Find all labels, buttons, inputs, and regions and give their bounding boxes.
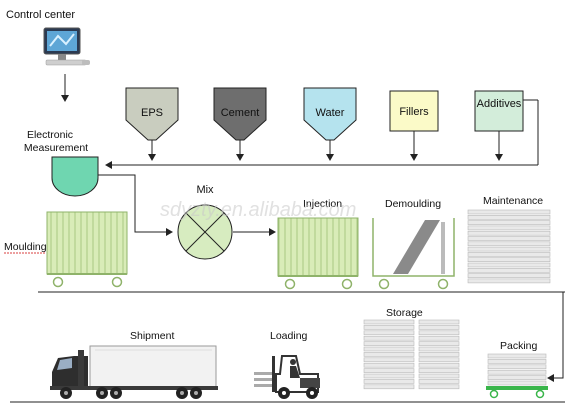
storage-panel <box>363 335 415 341</box>
storage-panel <box>363 362 415 368</box>
control-center-label: Control center <box>6 9 75 21</box>
computer-icon <box>43 27 90 66</box>
packing-panel <box>487 359 547 364</box>
moulding-cart <box>46 211 128 288</box>
measurement-vessel <box>51 156 99 197</box>
fillers-box: Fillers <box>389 90 439 161</box>
storage-panel <box>418 357 460 363</box>
maintenance-panel <box>467 252 551 257</box>
watermark: sdyzty.en.alibaba.com <box>160 199 356 221</box>
shipment-label: Shipment <box>130 330 174 342</box>
injection-label: Injection <box>303 198 342 210</box>
maintenance-panel <box>467 209 551 215</box>
maintenance-panel <box>467 267 551 273</box>
packing-pallet <box>486 386 548 399</box>
storage-panel <box>418 352 460 357</box>
maintenance-panel <box>467 241 551 247</box>
maintenance-panel <box>467 257 551 263</box>
hopper-water: Water <box>303 87 357 161</box>
electronic-label-line1: Electronic <box>27 129 73 141</box>
storage-panel <box>363 346 415 352</box>
maintenance-panel <box>467 236 551 241</box>
mixer <box>177 204 233 260</box>
maintenance-stack <box>467 209 551 284</box>
packing-panel <box>487 364 547 370</box>
storage-panel <box>418 319 460 325</box>
hopper-cement: Cement <box>213 87 267 161</box>
maintenance-label: Maintenance <box>483 195 543 207</box>
storage-panel <box>363 341 415 346</box>
storage-stack <box>363 319 460 390</box>
moulding-label: Moulding <box>4 241 47 253</box>
truck-icon <box>50 345 218 399</box>
storage-panel <box>363 330 415 336</box>
packing-panel <box>487 380 547 386</box>
storage-panel <box>363 368 415 373</box>
maintenance-panel <box>467 220 551 225</box>
storage-panel <box>363 373 415 379</box>
loading-label: Loading <box>270 330 308 342</box>
fillers-label: Fillers <box>399 106 429 118</box>
forklift-icon <box>254 355 320 399</box>
storage-panel <box>363 379 415 384</box>
storage-panel <box>418 341 460 346</box>
storage-panel <box>418 346 460 352</box>
packing-panel <box>487 353 547 359</box>
packing-panel <box>487 369 547 375</box>
storage-panel <box>418 368 460 373</box>
additives-label: Additives <box>477 98 522 110</box>
packing-panel <box>487 375 547 380</box>
hopper-water-label: Water <box>316 107 345 119</box>
storage-panel <box>418 325 460 330</box>
storage-panel <box>418 362 460 368</box>
demoulding-label: Demoulding <box>385 198 441 210</box>
hopper-cement-label: Cement <box>221 107 260 119</box>
maintenance-panel <box>467 262 551 268</box>
maintenance-panel <box>467 273 551 278</box>
hopper-eps: EPS <box>125 87 179 161</box>
storage-label: Storage <box>386 307 423 319</box>
injection-cart <box>277 217 359 290</box>
additives-box: Additives <box>474 90 538 161</box>
storage-panel <box>363 352 415 357</box>
storage-panel <box>363 325 415 330</box>
storage-panel <box>363 384 415 390</box>
storage-panel <box>418 335 460 341</box>
demoulding-cart <box>372 218 455 290</box>
maintenance-panel <box>467 215 551 220</box>
packing-stack <box>487 353 547 386</box>
mix-label: Mix <box>196 184 214 196</box>
hopper-eps-label: EPS <box>141 107 163 119</box>
storage-panel <box>363 319 415 325</box>
storage-panel <box>418 379 460 384</box>
storage-panel <box>363 357 415 363</box>
maintenance-panel <box>467 230 551 236</box>
maintenance-panel <box>467 225 551 231</box>
storage-panel <box>418 330 460 336</box>
storage-panel <box>418 384 460 390</box>
maintenance-panel <box>467 246 551 252</box>
packing-label: Packing <box>500 340 538 352</box>
maintenance-panel <box>467 278 551 284</box>
measure-to-mix-arrow <box>98 174 173 236</box>
storage-panel <box>418 373 460 379</box>
electronic-label-line2: Measurement <box>24 142 88 154</box>
maintenance-to-packing-arrow <box>547 292 564 382</box>
